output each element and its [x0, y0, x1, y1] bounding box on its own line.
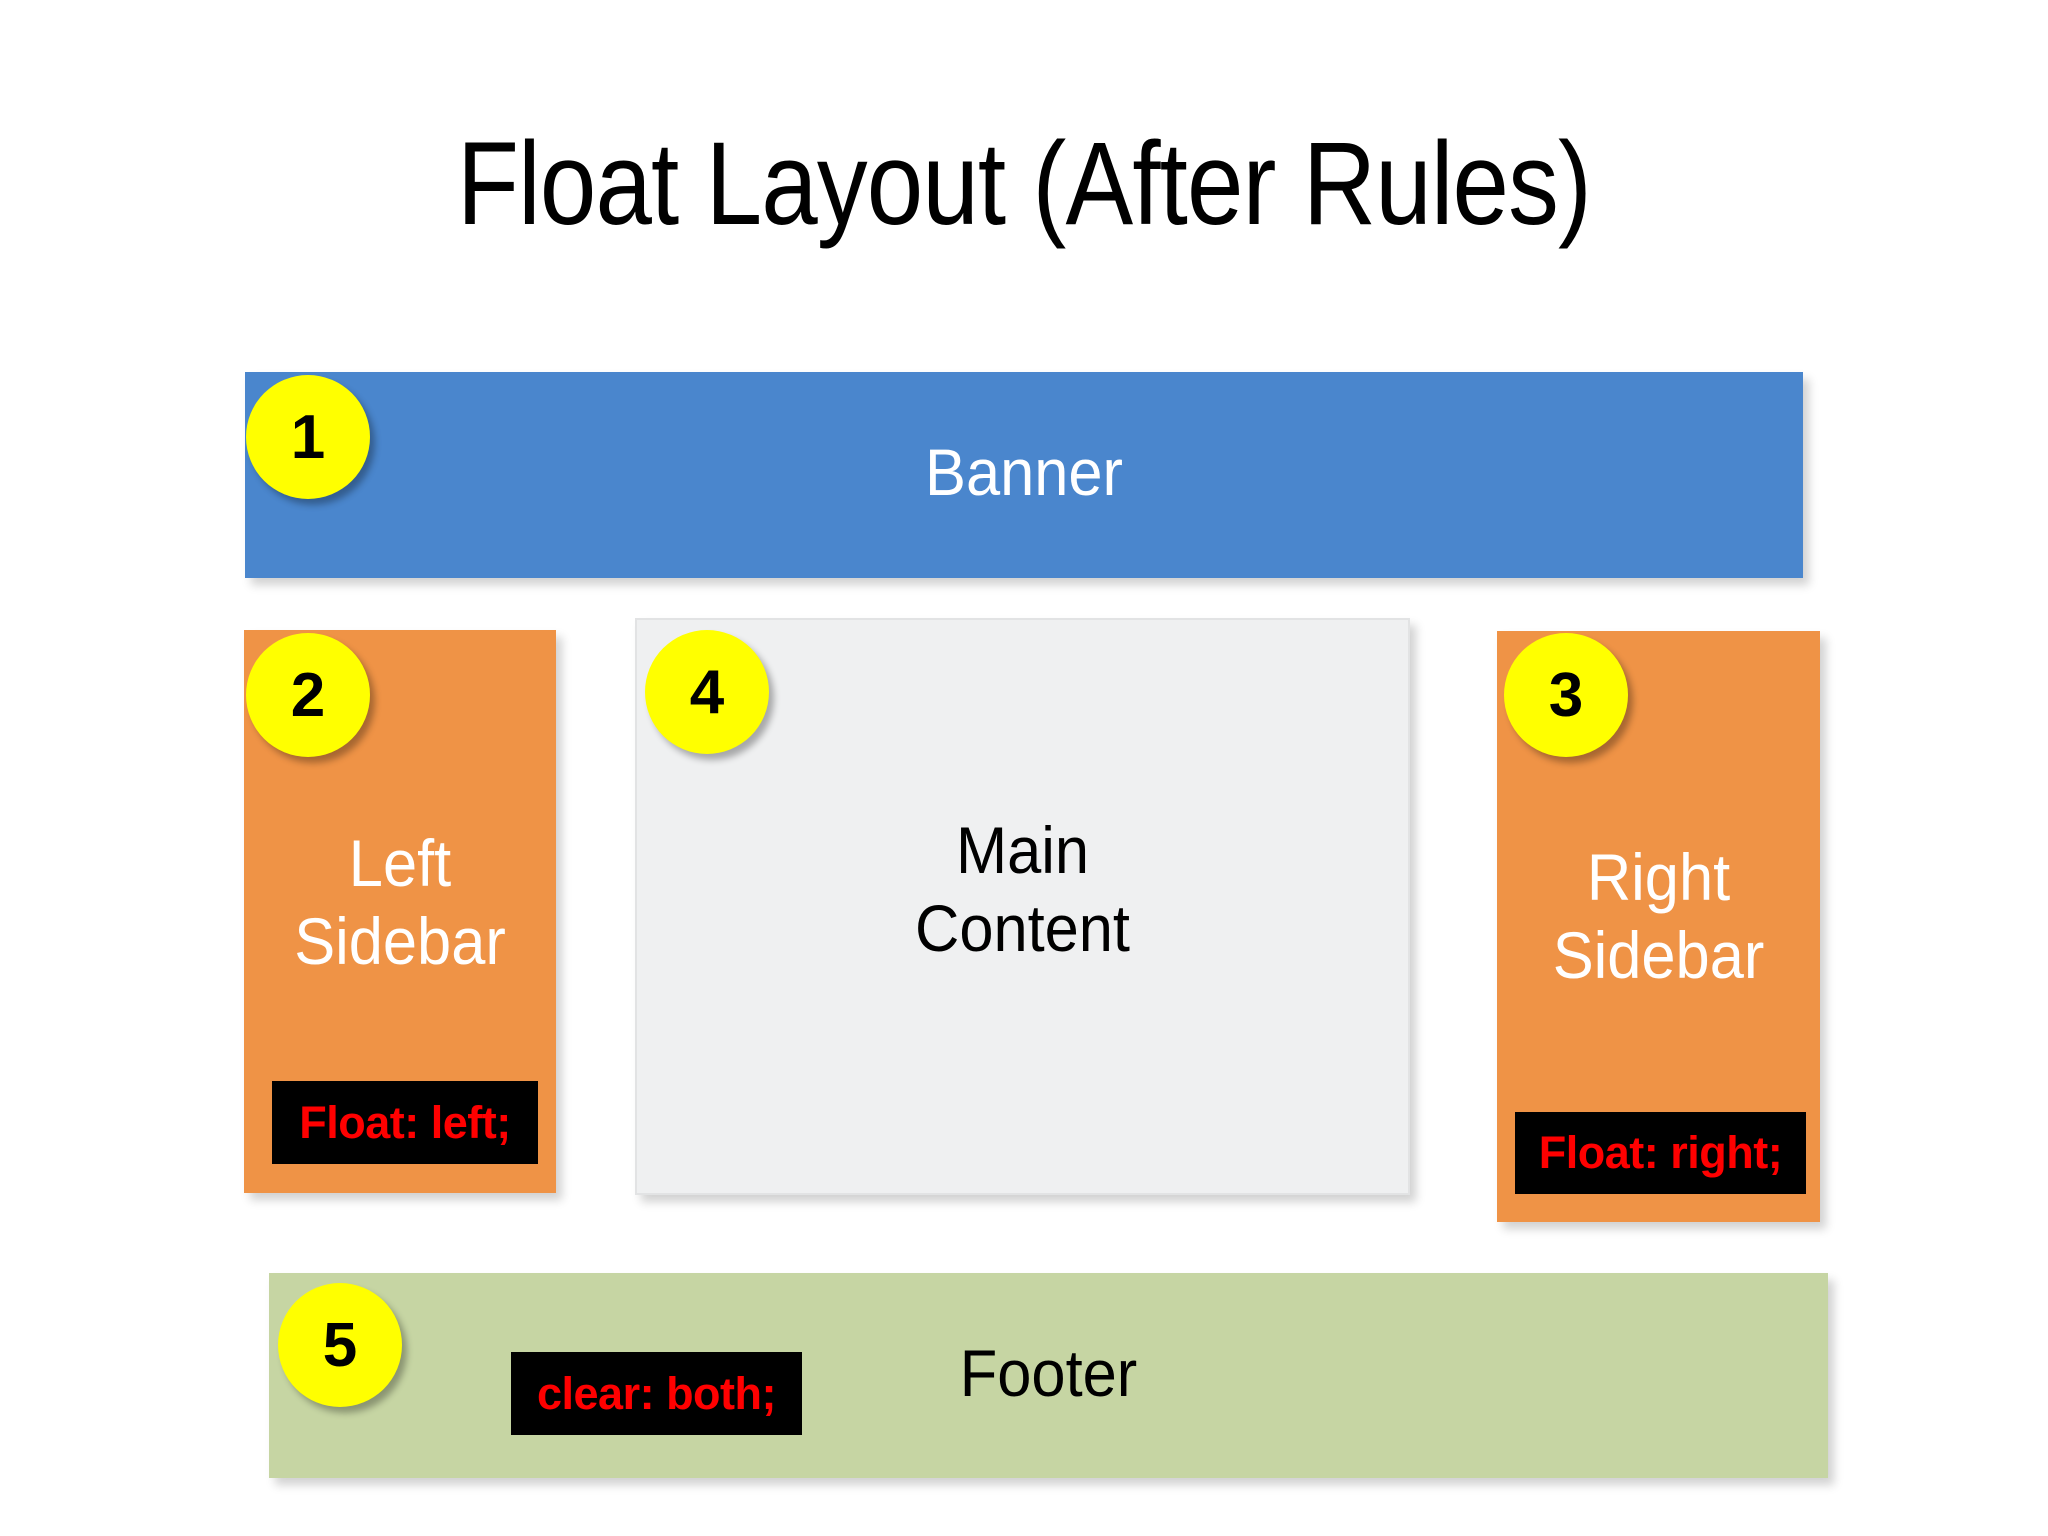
footer-block[interactable]: Footer — [269, 1273, 1828, 1478]
banner-block[interactable]: Banner — [245, 372, 1803, 578]
footer-label: Footer — [959, 1336, 1138, 1410]
right-sidebar-label: Right Sidebar — [1552, 840, 1765, 992]
banner-label: Banner — [925, 435, 1123, 509]
left-sidebar-label: Left Sidebar — [294, 826, 506, 978]
step-marker-1[interactable]: 1 — [246, 375, 370, 499]
code-chip-clear-both: clear: both; — [511, 1352, 802, 1435]
step-marker-4[interactable]: 4 — [645, 630, 769, 754]
page-title: Float Layout (After Rules) — [457, 118, 1592, 250]
step-marker-2[interactable]: 2 — [246, 633, 370, 757]
main-content-label: Main Content — [914, 813, 1130, 965]
code-chip-float-right: Float: right; — [1515, 1112, 1806, 1194]
step-marker-5[interactable]: 5 — [278, 1283, 402, 1407]
step-marker-3[interactable]: 3 — [1504, 633, 1628, 757]
code-chip-float-left: Float: left; — [272, 1081, 538, 1164]
